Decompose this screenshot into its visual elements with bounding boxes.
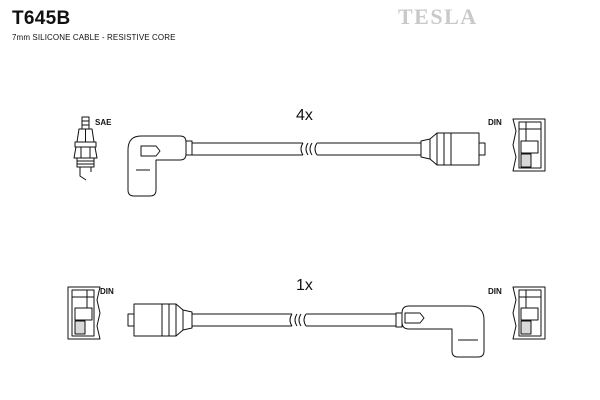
brand-logo: TESLA	[398, 4, 478, 29]
cable	[192, 142, 421, 156]
din-socket-icon	[67, 286, 101, 340]
cable	[192, 313, 402, 327]
spark-plug-icon	[73, 116, 98, 181]
angled-boot-icon	[127, 135, 193, 197]
lead-a-left-label: SAE	[95, 118, 112, 127]
lead-b: 1x DIN	[67, 277, 546, 358]
angled-boot-icon	[395, 305, 485, 358]
din-socket-icon	[512, 286, 546, 340]
lead-a-quantity: 4x	[296, 107, 313, 124]
lead-b-right-label: DIN	[488, 287, 502, 296]
lead-b-quantity: 1x	[296, 277, 313, 294]
lead-a: 4x SAE	[73, 107, 546, 197]
straight-boot-icon	[420, 132, 486, 166]
straight-boot-icon	[127, 303, 193, 337]
part-number: T645B	[12, 8, 71, 29]
lead-a-right-label: DIN	[488, 118, 502, 127]
lead-b-left-label: DIN	[100, 287, 114, 296]
din-socket-icon	[512, 118, 546, 172]
cable-spec: 7mm SILICONE CABLE - RESISTIVE CORE	[12, 33, 176, 42]
